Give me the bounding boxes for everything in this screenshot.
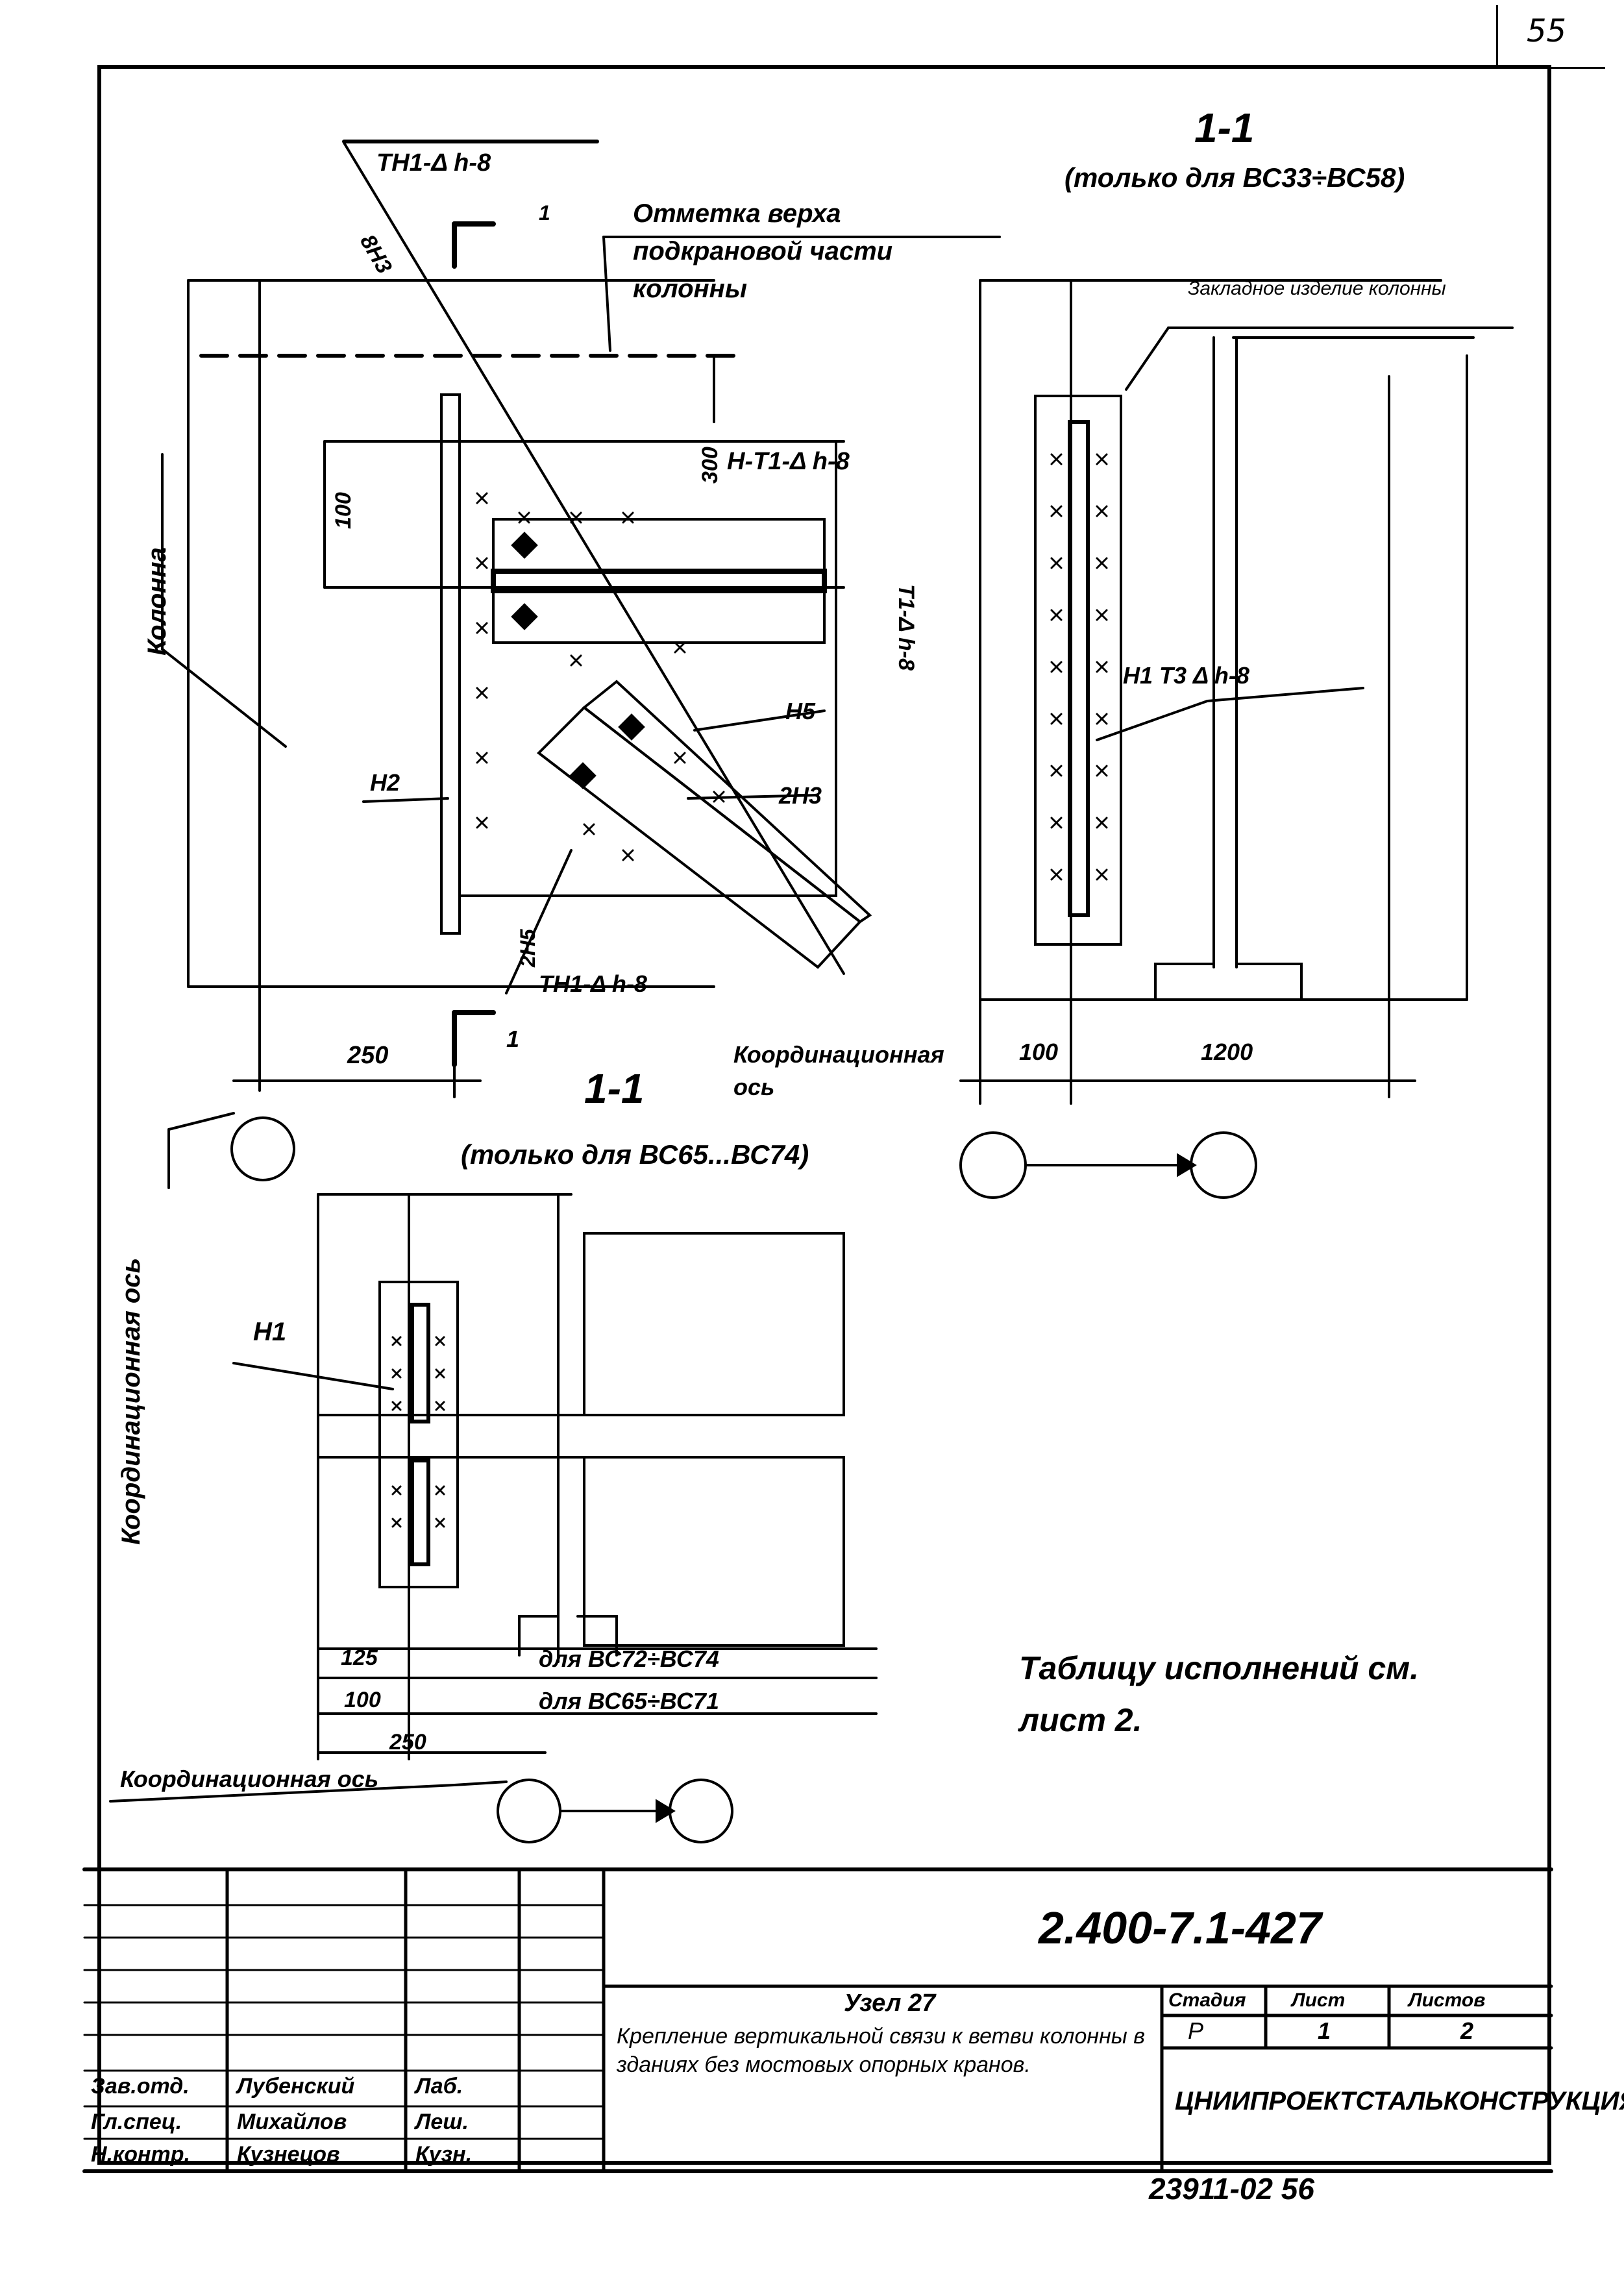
- column-label: Колонна: [143, 547, 171, 656]
- title-block-grid: [82, 1867, 1553, 2173]
- note-bc72-74: для ВС72÷ВС74: [539, 1645, 719, 1672]
- name-norm-control: Кузнецов: [237, 2142, 340, 2167]
- section-bottom-geometry: [109, 1193, 878, 1843]
- mark-2n5: 2Н5: [516, 929, 539, 967]
- node-title: Узел 27: [844, 1990, 936, 2017]
- organization: ЦНИИПРОЕКТСТАЛЬКОНСТРУКЦИЯ: [1175, 2087, 1624, 2115]
- sheets-value: 2: [1460, 2017, 1474, 2044]
- name-head-dept: Лубенский: [237, 2074, 355, 2099]
- stage-header: Стадия: [1168, 1990, 1246, 2011]
- weld-label-top: ТН1-Δ h-8: [376, 149, 491, 177]
- mark-n5: Н5: [785, 698, 816, 724]
- signature-1: Лаб.: [415, 2074, 463, 2099]
- axis-label-bottom: Координационная ось: [120, 1766, 379, 1792]
- section-mark-top: 1: [539, 201, 550, 225]
- signature-3: Кузн.: [415, 2142, 473, 2167]
- section-right-geometry: [959, 279, 1514, 1199]
- role-norm-control: Н.контр.: [91, 2142, 190, 2167]
- section-subtitle-bottom: (только для ВС65...ВС74): [461, 1139, 809, 1170]
- section-top-geometry: [161, 140, 1001, 1189]
- role-chief-spec: Гл.спец.: [91, 2110, 182, 2134]
- rib-level-label: Отметка верха подкрановой части колонны: [633, 199, 893, 303]
- embedded-part-label: Закладное изделие колонны: [1188, 278, 1446, 299]
- sheet-value: 1: [1318, 2017, 1331, 2044]
- dim-100-right: 100: [1019, 1039, 1059, 1065]
- section-title-bottom: 1-1: [584, 1065, 645, 1112]
- document-code: 2.400-7.1-427: [1039, 1903, 1322, 1953]
- mark-2n3: 2Н3: [779, 782, 822, 809]
- dim-100-bottom: 100: [344, 1688, 381, 1712]
- stage-value: Р: [1188, 2017, 1204, 2044]
- section-subtitle-top: (только для ВС33÷ВС58): [1064, 162, 1405, 193]
- sheets-header: Листов: [1409, 1990, 1486, 2011]
- dim-125: 125: [341, 1645, 378, 1670]
- role-head-dept: Зав.отд.: [91, 2074, 190, 2099]
- mark-n2: Н2: [370, 769, 400, 796]
- signature-2: Леш.: [415, 2110, 469, 2134]
- page-number: 55: [1527, 13, 1567, 49]
- dim-1200: 1200: [1201, 1039, 1253, 1065]
- weld-label-right-vertical: Т1-Δ h-8: [894, 584, 918, 671]
- node-description: Крепление вертикальной связи к ветви кол…: [617, 2024, 1145, 2077]
- weld-label-right: Н1 Т3 Δ h-8: [1123, 662, 1249, 689]
- section-mark-bottom: 1: [506, 1026, 520, 1052]
- weld-label-mid: Н-Т1-Δ h-8: [727, 448, 850, 475]
- dim-300: 300: [698, 447, 722, 484]
- axis-label-top: Координационная ось: [733, 1041, 944, 1100]
- section-title-top: 1-1: [1194, 105, 1255, 151]
- note-bc65-71: для ВС65÷ВС71: [539, 1688, 719, 1714]
- mark-n1: Н1: [253, 1318, 287, 1346]
- weld-label-bottom: ТН1-Δ h-8: [539, 970, 647, 997]
- sheet-header: Лист: [1292, 1990, 1346, 2011]
- dim-250-bottom: 250: [389, 1730, 426, 1755]
- table-note: Таблицу исполнений см. лист 2.: [1019, 1650, 1420, 1738]
- drawing-frame: [97, 65, 1551, 2165]
- dim-100-top: 100: [331, 492, 356, 529]
- dim-250-top: 250: [347, 1042, 389, 1069]
- axis-label-vertical: Координационная ось: [117, 1257, 145, 1545]
- name-chief-spec: Михайлов: [237, 2110, 347, 2134]
- footer-code: 23911-02 56: [1149, 2172, 1314, 2206]
